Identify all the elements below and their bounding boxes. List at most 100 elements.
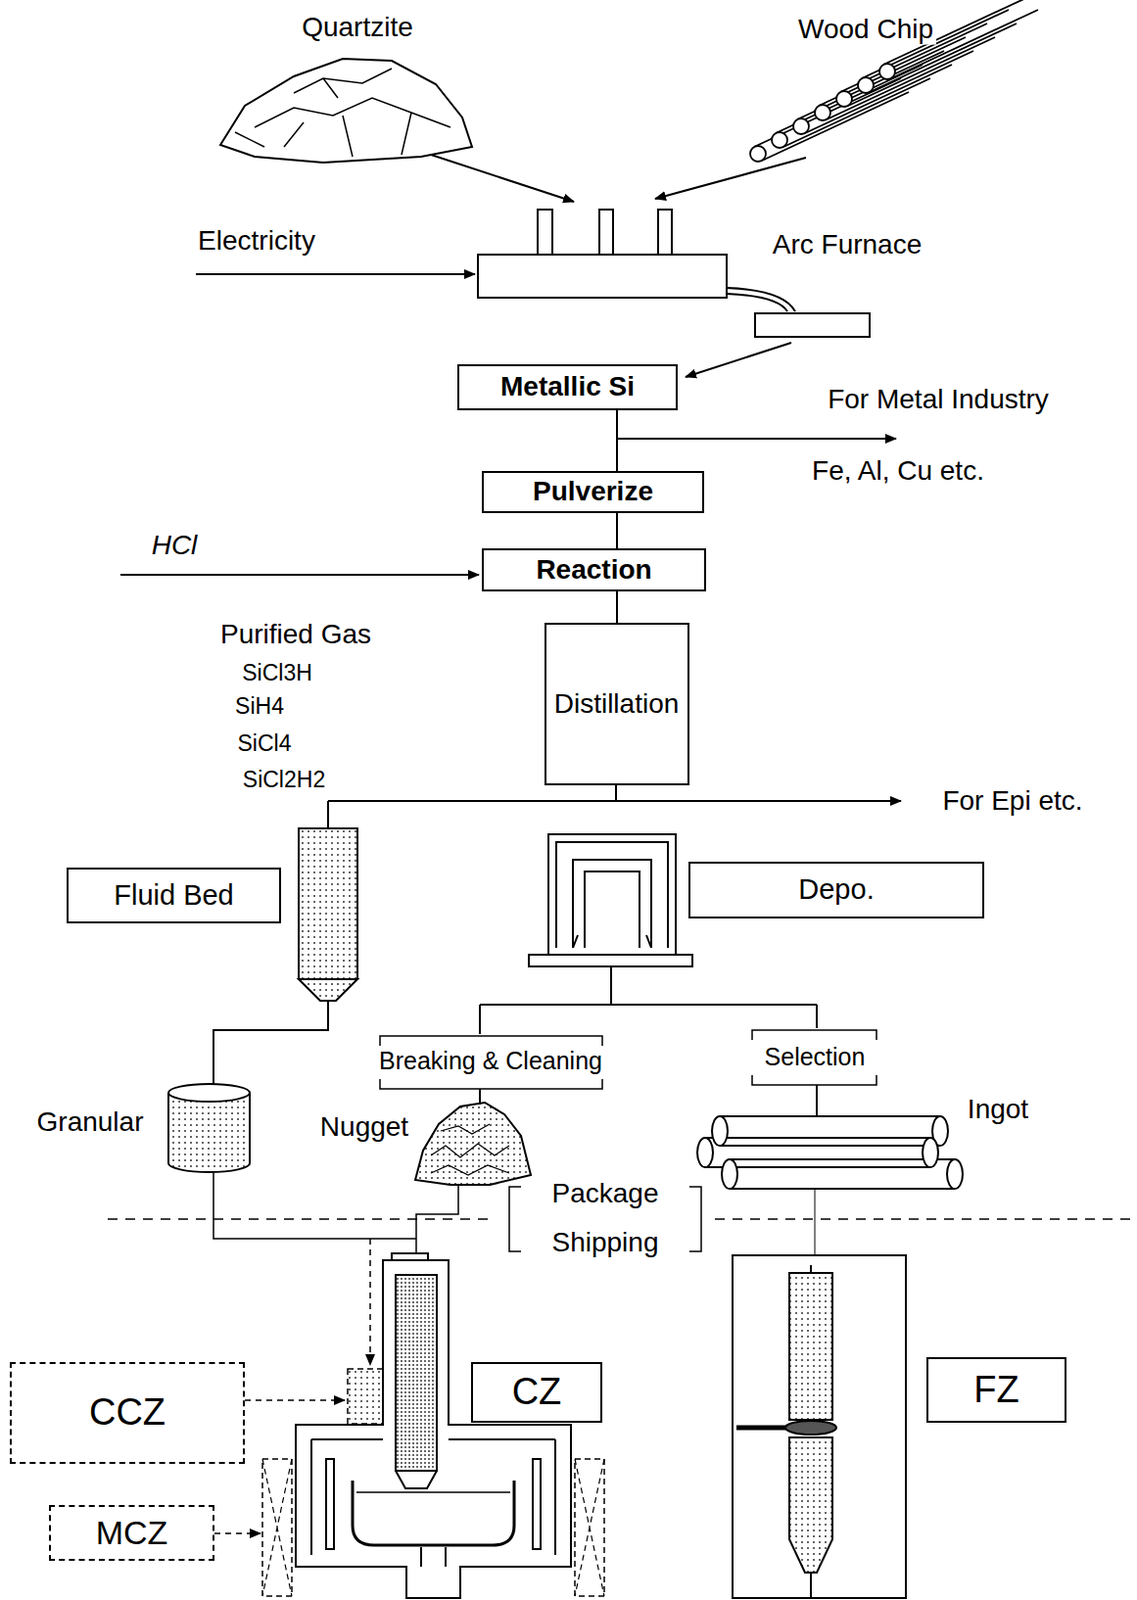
illustration-part <box>213 1000 329 1088</box>
illustration-part <box>168 1092 250 1173</box>
connector <box>615 591 618 623</box>
illustration-part <box>352 1480 515 1546</box>
illustration-part <box>395 1470 437 1489</box>
process-box: Depo. <box>688 861 985 919</box>
illustration-part <box>107 0 1137 1599</box>
node-text: Distillation <box>554 689 680 720</box>
illustration-part <box>477 254 727 298</box>
illustration-part <box>599 209 614 255</box>
process-box: FZ <box>926 1357 1067 1423</box>
illustration-part <box>721 1159 738 1189</box>
illustration-part <box>572 935 652 948</box>
illustration-part <box>327 801 330 829</box>
illustration-part <box>235 68 451 157</box>
illustration-part <box>430 1124 510 1176</box>
illustration-part <box>809 1572 812 1599</box>
illustration-part <box>430 154 574 202</box>
node-text: CZ <box>512 1372 563 1414</box>
connector <box>615 410 618 472</box>
illustration-part <box>615 785 617 802</box>
node-text: Reaction <box>535 555 652 586</box>
text-label: Selection <box>761 1043 869 1072</box>
illustration-part <box>547 947 550 955</box>
illustration-part <box>922 1137 939 1168</box>
illustration-part <box>421 1547 446 1567</box>
illustration-part <box>616 437 897 440</box>
illustration-part <box>415 1102 531 1185</box>
illustration-part <box>814 104 831 121</box>
illustration-part <box>262 1459 292 1597</box>
text-label: Nugget <box>317 1112 412 1143</box>
illustration-part <box>857 77 874 94</box>
text-label: Wood Chip <box>795 14 937 46</box>
illustration-part <box>195 273 475 276</box>
text-label: SiH4 <box>232 694 287 719</box>
text-label: Arc Furnace <box>769 230 926 261</box>
node-text: MCZ <box>95 1515 169 1552</box>
illustration-part <box>213 1173 459 1261</box>
illustration-part <box>574 1459 605 1597</box>
text-label: Package <box>549 1179 663 1210</box>
text-label: Electricity <box>194 226 319 257</box>
illustration-part <box>705 1116 955 1189</box>
illustration-part <box>658 209 672 255</box>
text-label: Purified Gas <box>217 619 375 651</box>
illustration-part <box>785 1421 837 1435</box>
process-box: Pulverize <box>481 471 705 514</box>
node-text: Pulverize <box>532 476 654 508</box>
text-label: Quartzite <box>298 12 417 44</box>
illustration-part <box>754 78 909 161</box>
illustration-part <box>789 1273 833 1421</box>
illustration-part <box>711 1116 728 1146</box>
process-box: Fluid Bed <box>66 867 282 924</box>
illustration-part <box>395 1275 437 1471</box>
process-box: CZ <box>471 1362 603 1423</box>
text-label: For Metal Industry <box>824 384 1052 416</box>
illustration-part <box>797 50 952 134</box>
illustration-part <box>814 1188 816 1256</box>
illustration-part <box>107 1218 1137 1221</box>
illustration-part <box>532 1459 541 1550</box>
process-box: Distillation <box>544 622 690 786</box>
illustration-part <box>528 954 693 967</box>
illustration-part <box>244 1399 345 1402</box>
text-label: Fe, Al, Cu etc. <box>808 456 988 487</box>
illustration-part <box>836 91 853 107</box>
illustration-part <box>572 859 652 948</box>
illustration-part <box>775 64 931 147</box>
illustration-part <box>655 157 806 199</box>
illustration-part <box>295 1260 571 1599</box>
illustration-part <box>168 1084 250 1102</box>
node-text: FZ <box>973 1370 1019 1412</box>
process-box: Reaction <box>481 548 707 592</box>
illustration-part <box>697 1137 713 1168</box>
illustration-part <box>356 1491 511 1494</box>
illustration-part <box>298 979 358 1001</box>
node-text: Depo. <box>798 874 874 906</box>
text-label: SiCl3H <box>238 661 316 686</box>
illustration-part <box>755 313 870 337</box>
illustration-part <box>548 834 676 948</box>
text-label: Shipping <box>549 1228 663 1259</box>
text-label: SiCl2H2 <box>239 767 329 793</box>
illustration-part <box>752 1030 877 1086</box>
node-text: Metallic Si <box>500 372 635 403</box>
illustration-part <box>750 0 1039 162</box>
illustration-part <box>479 966 817 1035</box>
text-label: HCl <box>148 530 201 562</box>
illustration-part <box>537 209 553 255</box>
illustration-part <box>369 1238 372 1366</box>
illustration-part <box>732 1255 906 1599</box>
text-label: SiCl4 <box>235 731 295 757</box>
illustration-part <box>556 842 668 948</box>
illustration-part <box>789 1437 833 1573</box>
illustration-part <box>220 58 473 163</box>
node-text: CCZ <box>89 1392 166 1434</box>
text-label: Breaking & Cleaning <box>376 1047 606 1076</box>
illustration-part <box>120 573 479 576</box>
illustration-part <box>298 828 358 980</box>
illustration-part <box>793 118 809 135</box>
illustration-part <box>771 132 788 148</box>
node-text: Fluid Bed <box>113 880 235 912</box>
